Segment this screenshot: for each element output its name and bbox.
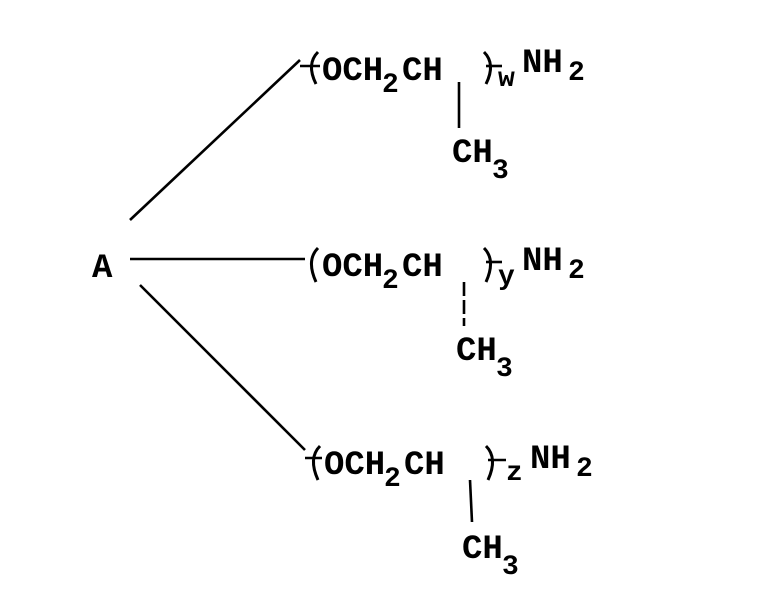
close-bracket <box>484 444 494 481</box>
open-bracket <box>312 444 322 481</box>
close-bracket <box>482 50 492 85</box>
close-bracket <box>482 246 492 283</box>
methyl-subscript: 3 <box>492 156 509 187</box>
branch-bottom: OCH 2 CH z NH 2 CH 3 <box>305 441 593 583</box>
repeat-unit-ch: CH <box>402 249 443 287</box>
methyl-ch: CH <box>452 135 493 173</box>
open-bracket <box>310 50 320 85</box>
end-group-subscript: 2 <box>576 454 593 485</box>
methyl-bond <box>468 479 474 523</box>
repeat-unit-och: OCH <box>322 53 383 91</box>
branch-middle: OCH 2 CH y NH 2 CH 3 <box>310 243 585 385</box>
end-group-nh: NH <box>522 243 563 281</box>
repeat-unit-subscript: 2 <box>384 464 401 495</box>
bond-top <box>129 59 301 221</box>
repeat-unit-och: OCH <box>322 249 383 287</box>
repeat-unit-subscript: 2 <box>382 266 399 297</box>
repeat-index: y <box>498 262 515 293</box>
end-group-nh: NH <box>522 45 563 83</box>
bond-bottom <box>139 284 306 451</box>
repeat-index: z <box>506 458 523 489</box>
repeat-index: w <box>498 64 515 95</box>
methyl-subscript: 3 <box>496 354 513 385</box>
repeat-unit-ch: CH <box>402 53 443 91</box>
repeat-unit-subscript: 2 <box>382 70 399 101</box>
open-bracket <box>310 246 320 283</box>
methyl-ch: CH <box>456 333 497 371</box>
repeat-unit-ch: CH <box>404 447 445 485</box>
end-group-subscript: 2 <box>568 256 585 287</box>
core-label: A <box>92 250 113 288</box>
methyl-ch: CH <box>462 531 503 569</box>
methyl-subscript: 3 <box>502 552 519 583</box>
branch-top: OCH 2 CH w NH 2 CH 3 <box>300 45 585 187</box>
repeat-unit-och: OCH <box>324 447 385 485</box>
end-group-subscript: 2 <box>568 58 585 89</box>
end-group-nh: NH <box>530 441 571 479</box>
